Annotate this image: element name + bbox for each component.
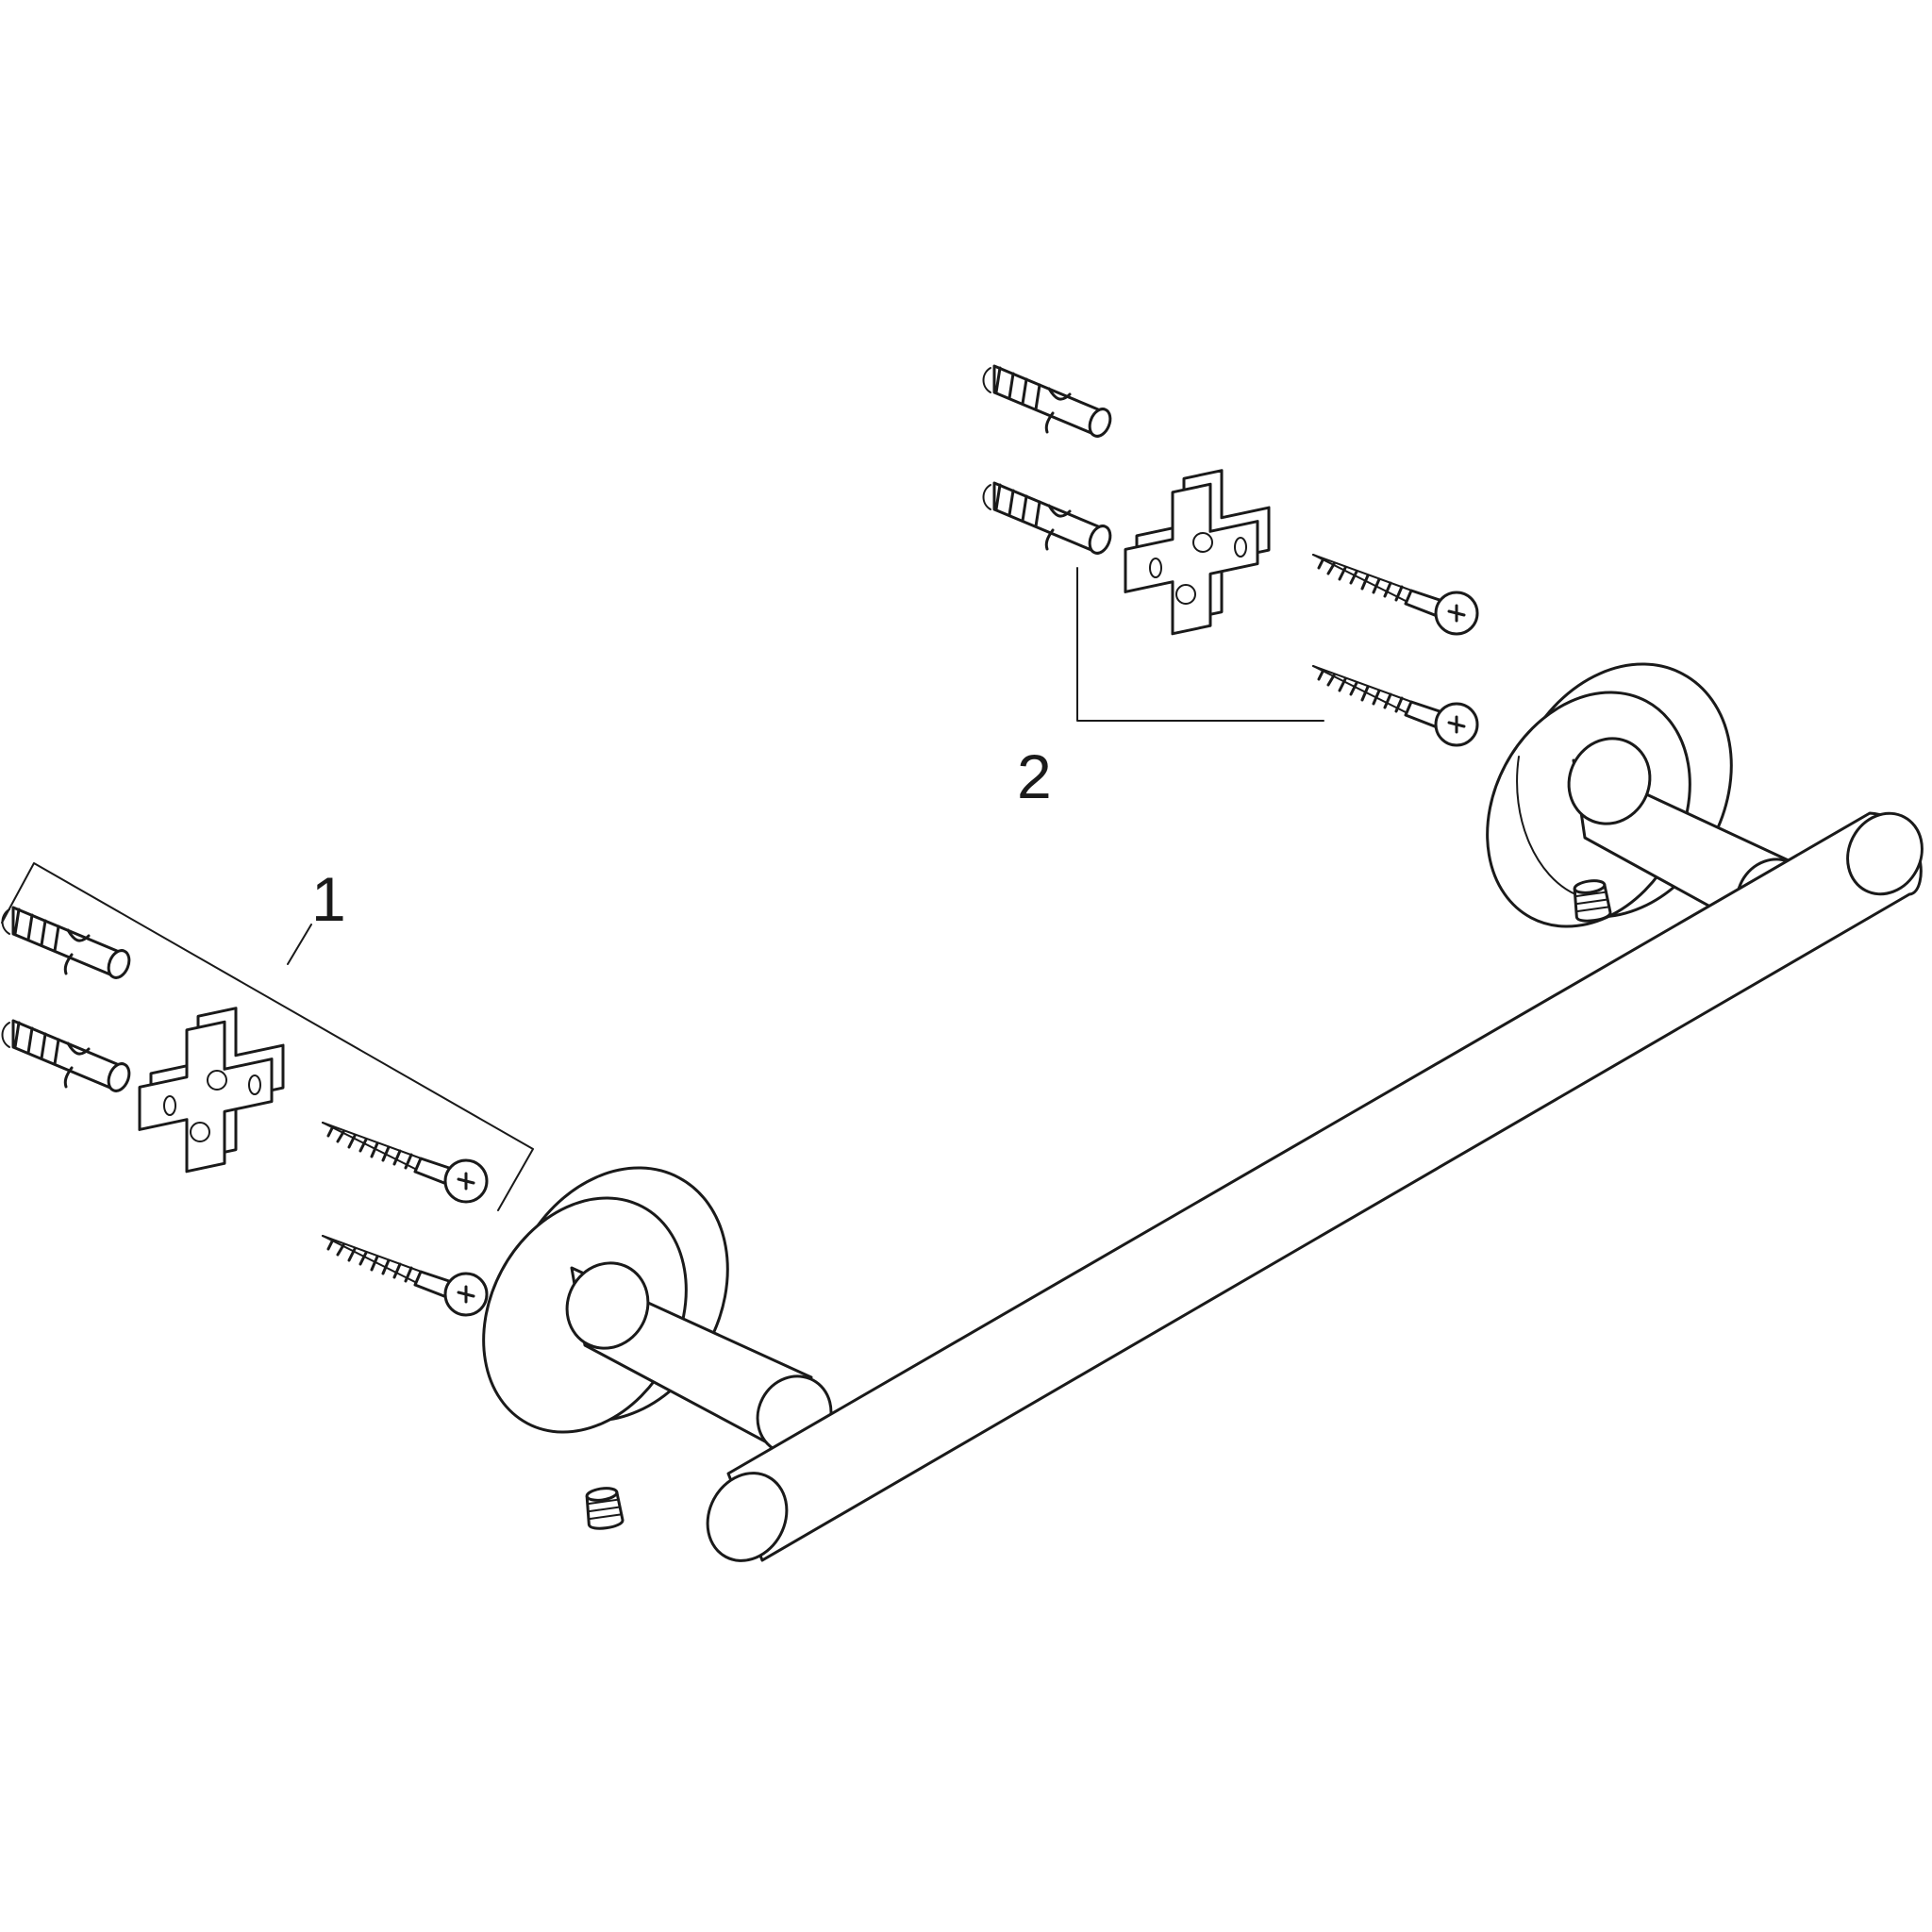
wall-plug <box>1 906 135 983</box>
callout-label-1: 1 <box>311 864 346 934</box>
callout-leader-1 <box>287 924 312 965</box>
screw <box>1311 664 1479 747</box>
towel-bar <box>482 662 1924 1562</box>
mounting-bracket <box>138 996 285 1183</box>
hardware-set-1 <box>1 862 534 1317</box>
bar-tube <box>706 811 1924 1562</box>
screw <box>321 1234 489 1317</box>
wall-plug <box>982 364 1116 441</box>
callout-bracket-1 <box>1 862 534 1211</box>
hardware-set-2 <box>982 364 1479 747</box>
set-screw-right <box>1570 877 1613 924</box>
set-screw-left <box>582 1485 625 1532</box>
wall-plug <box>1 1019 135 1096</box>
screw <box>321 1121 489 1204</box>
mounting-bracket <box>1124 458 1271 645</box>
callout-leader-2 <box>1076 567 1324 722</box>
callout-label-2: 2 <box>1017 741 1052 811</box>
wall-plug <box>982 481 1116 558</box>
screw <box>1311 553 1479 636</box>
